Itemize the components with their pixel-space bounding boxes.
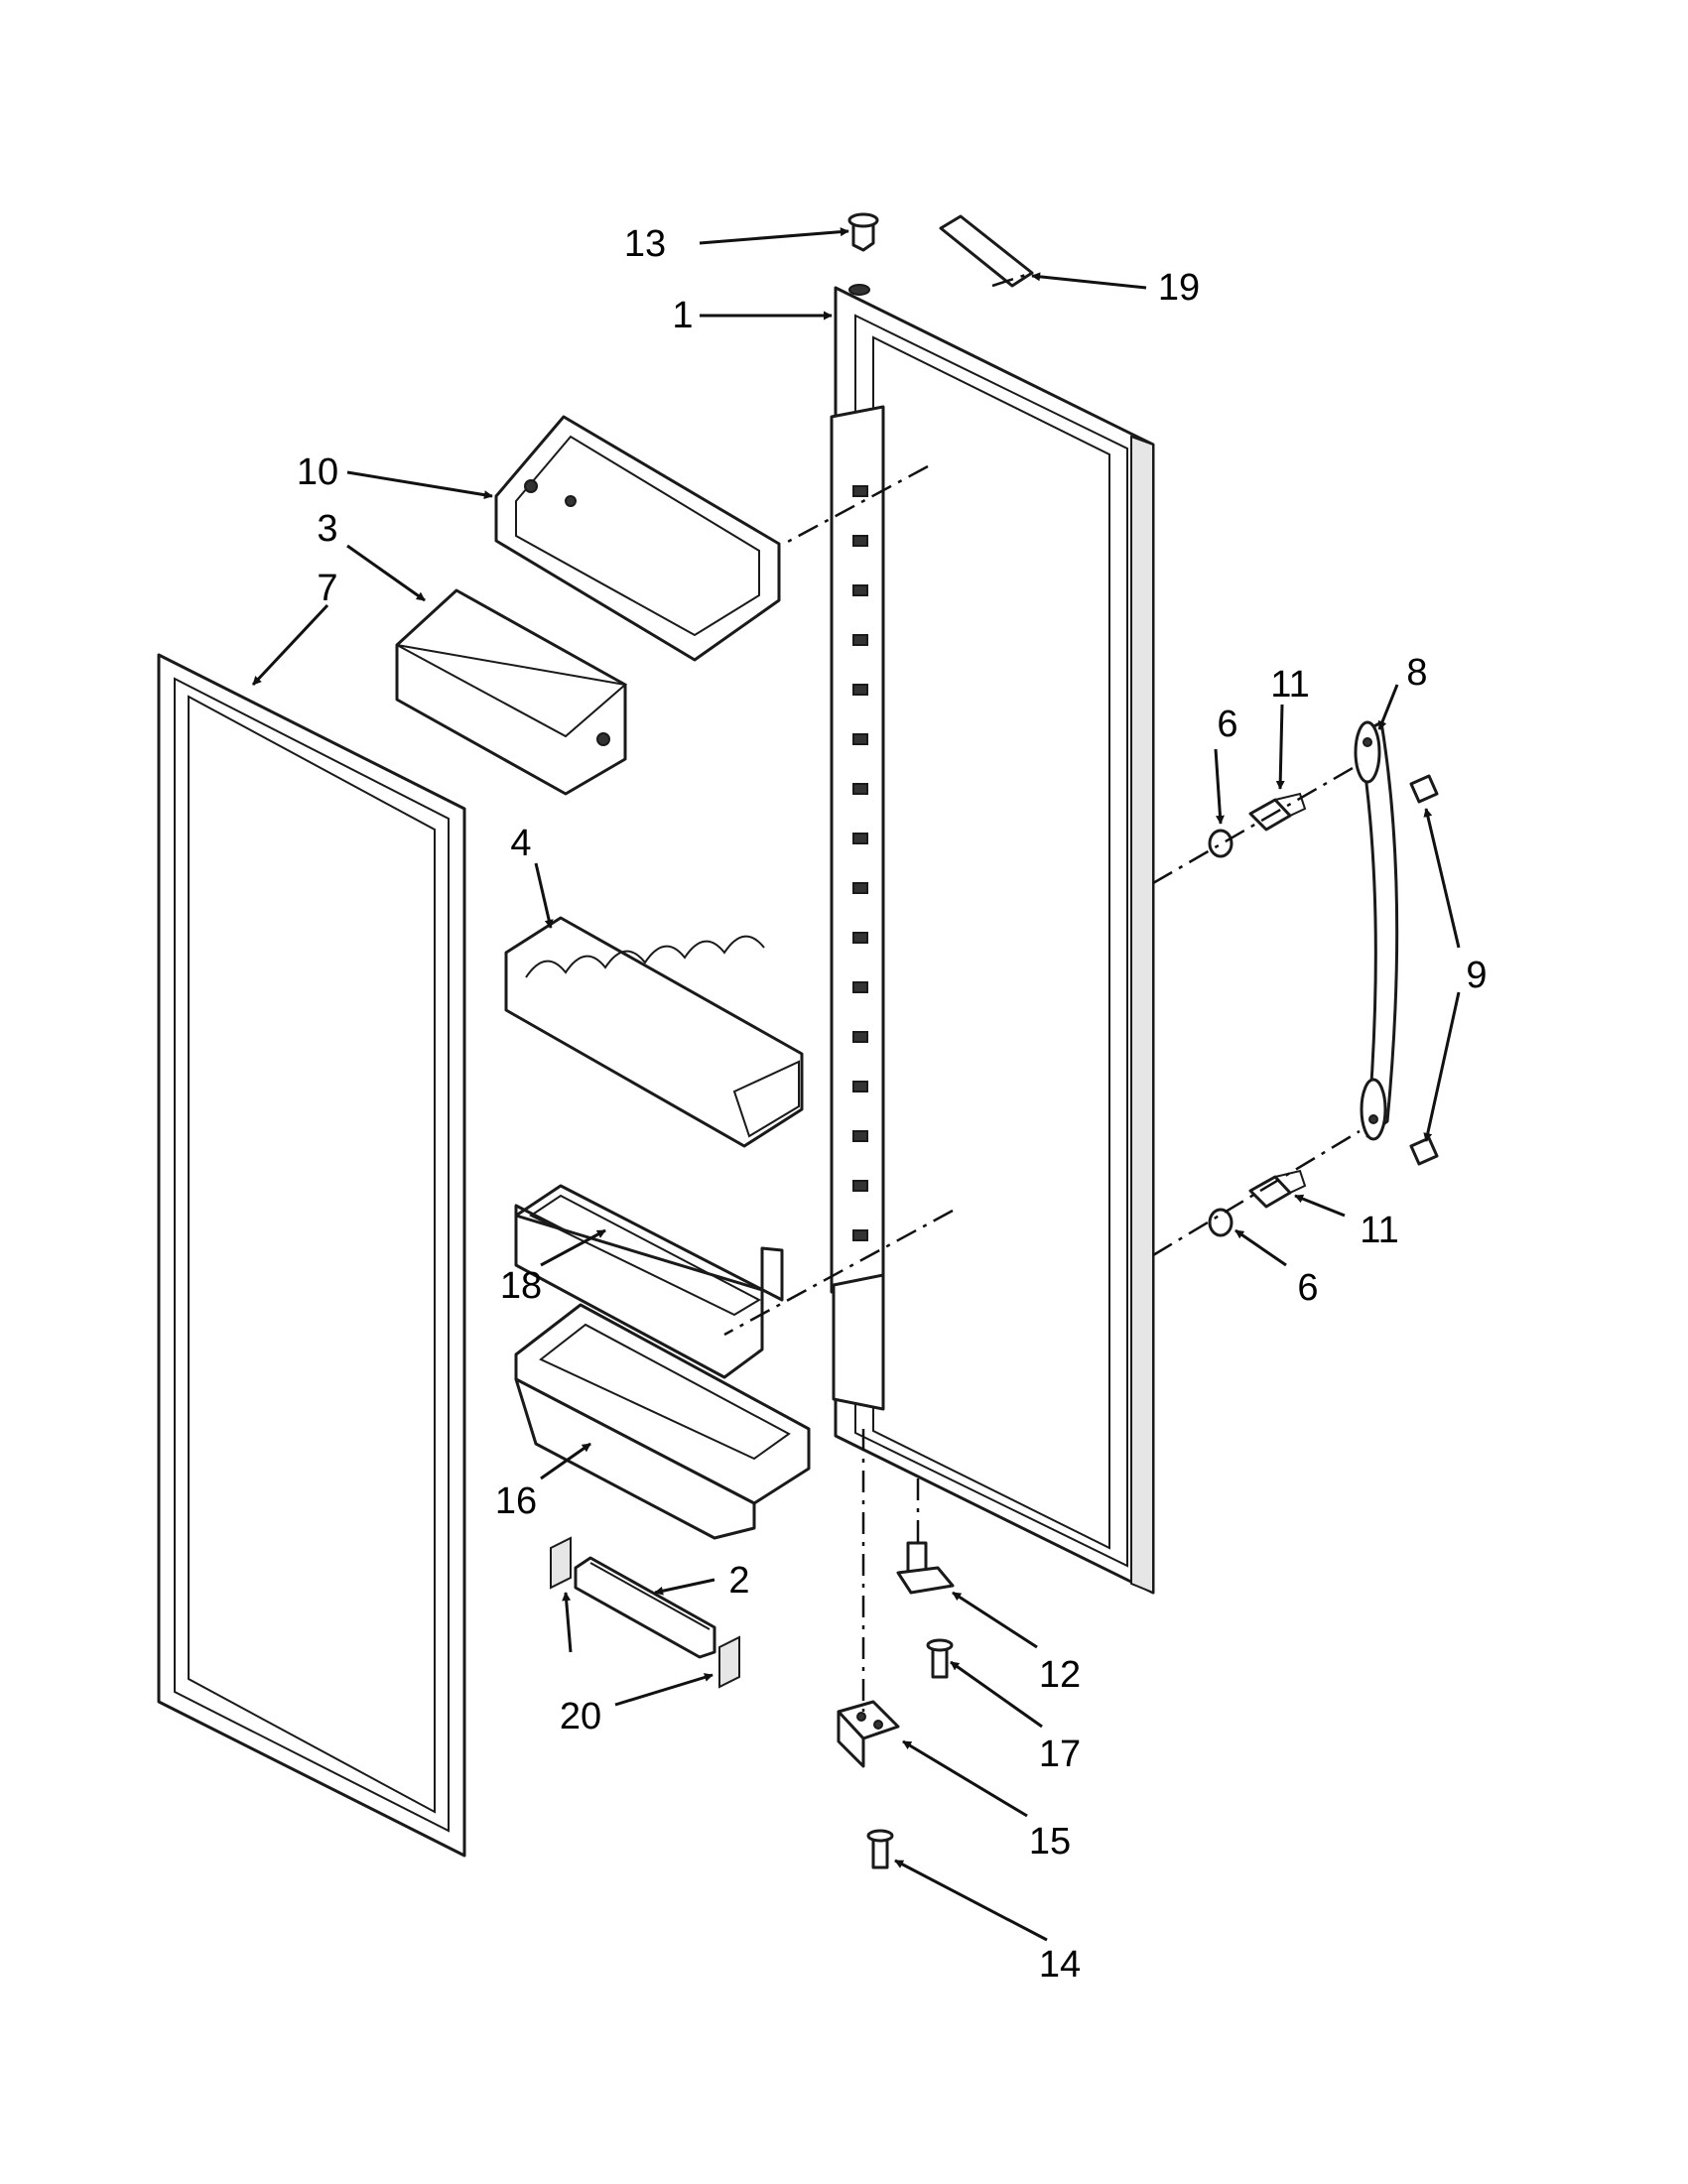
top-trim-cover (939, 214, 1034, 288)
callout-16: 16 (495, 1480, 537, 1522)
callout-11-bottom: 11 (1360, 1210, 1398, 1251)
large-door-bin (514, 1303, 811, 1540)
spacer-bottom (1208, 1208, 1234, 1237)
door-assembly (830, 284, 1155, 1595)
callout-15: 15 (1029, 1821, 1071, 1863)
callout-2: 2 (728, 1560, 749, 1602)
shelf-retainer-bar (574, 1556, 716, 1659)
spacer-top (1208, 829, 1234, 858)
door-handle (1354, 720, 1399, 1141)
callout-1: 1 (672, 295, 693, 336)
callout-11-top: 11 (1270, 664, 1309, 706)
retainer-end-cap-top (550, 1536, 572, 1590)
hinge-bracket (837, 1700, 900, 1768)
door-gasket (157, 653, 466, 1858)
lower-hinge-pin (896, 1541, 955, 1595)
callout-3: 3 (317, 508, 337, 550)
callout-10: 10 (297, 451, 338, 493)
callout-13: 13 (624, 223, 666, 265)
hinge-bushing-top (847, 212, 879, 252)
bottle-bin (504, 916, 804, 1148)
leader-lines (251, 227, 1461, 1942)
callout-6-bottom: 6 (1297, 1267, 1318, 1309)
callout-19: 19 (1158, 267, 1200, 309)
callout-9: 9 (1466, 955, 1487, 996)
assembly-lines (723, 271, 1361, 1712)
hinge-screw (926, 1638, 954, 1679)
callout-12: 12 (1039, 1654, 1081, 1696)
callout-18: 18 (500, 1265, 542, 1307)
dairy-door (395, 588, 628, 796)
bracket-screw (866, 1829, 894, 1869)
callout-14: 14 (1039, 1944, 1081, 1986)
set-screw-top (1409, 774, 1439, 804)
callout-7: 7 (317, 568, 337, 609)
handle-stud-bottom (1248, 1169, 1307, 1209)
small-door-bin (514, 1184, 784, 1379)
set-screw-bottom (1409, 1136, 1439, 1166)
callout-8: 8 (1406, 652, 1427, 694)
callout-17: 17 (1039, 1734, 1081, 1775)
dairy-bin-housing (494, 415, 781, 662)
callout-20: 20 (560, 1696, 601, 1737)
callout-4: 4 (510, 823, 531, 864)
shelf-slots (852, 485, 868, 1241)
retainer-end-cap-bottom (718, 1635, 740, 1689)
callouts: 13 1 19 10 3 7 4 18 16 2 20 6 11 8 9 11 … (297, 223, 1488, 1986)
callout-6-top: 6 (1217, 704, 1237, 745)
